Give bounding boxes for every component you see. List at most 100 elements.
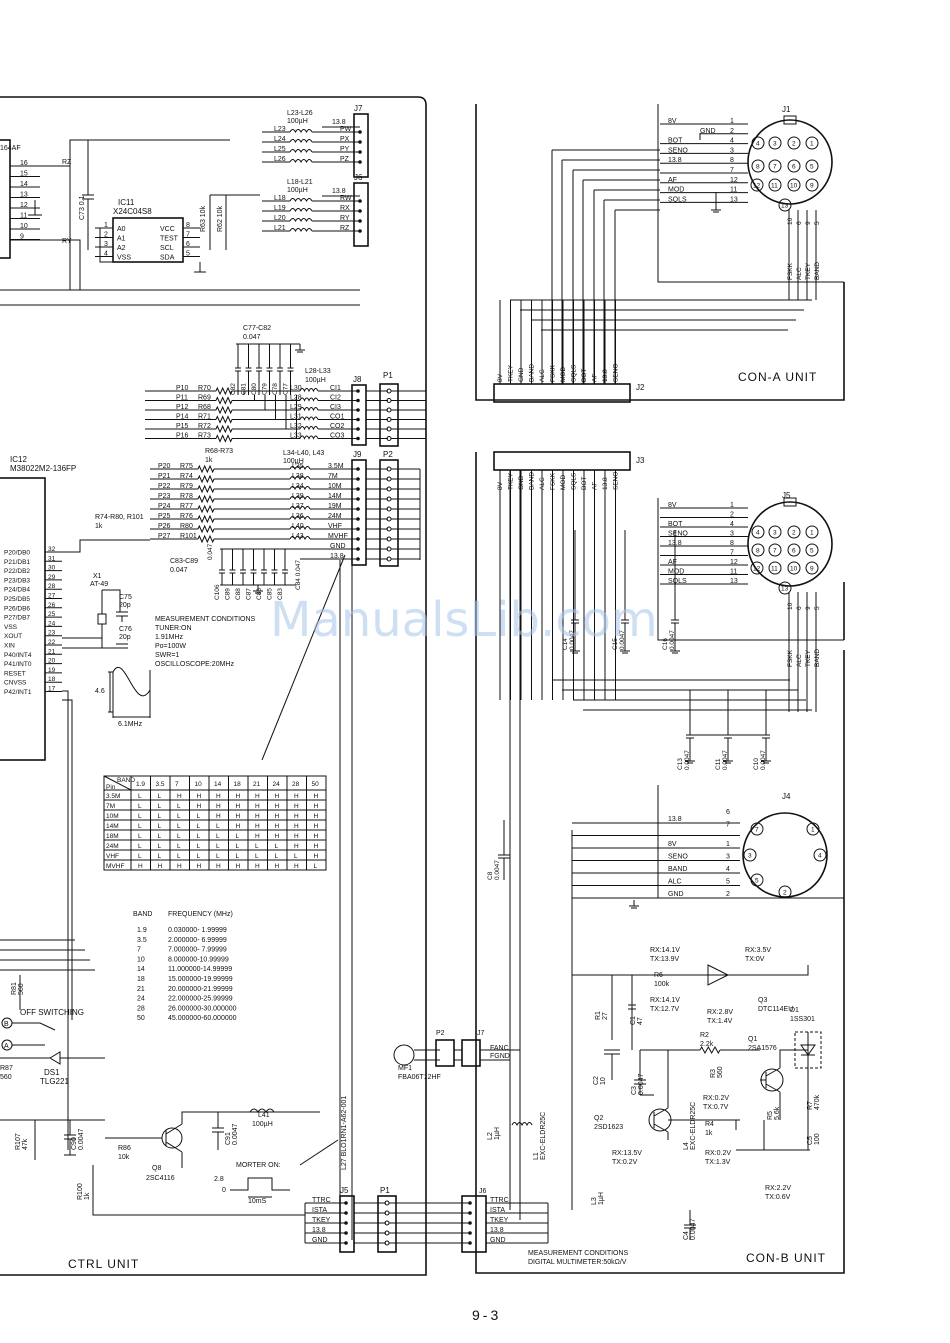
- con-b-fgnd: FGND: [490, 1053, 510, 1060]
- con-b-l3: L3: [591, 1197, 598, 1205]
- con-b-q2p: 2SD1623: [594, 1124, 623, 1131]
- band-cell: H: [216, 863, 221, 870]
- band-cell: L: [158, 833, 162, 840]
- j9-res-r101: R101: [180, 533, 197, 540]
- con-a-linepin-2: 2: [730, 128, 734, 135]
- j6g-coil-value: 100µH: [287, 187, 308, 194]
- band-cell: L: [138, 823, 142, 830]
- band-row-mvhf: MVHF: [106, 863, 124, 870]
- ic11-pinnum: 1: [104, 222, 108, 229]
- con-a-side-6: 6: [796, 221, 803, 225]
- band-cell: L: [138, 803, 142, 810]
- svg-text:C90: C90: [71, 1137, 78, 1150]
- band-cell: H: [236, 813, 241, 820]
- con-b-ctrl-band: BAND: [814, 649, 821, 667]
- svg-text:SWR=1: SWR=1: [155, 652, 179, 659]
- band-cell: H: [138, 863, 143, 870]
- band-cell: L: [177, 823, 181, 830]
- j9-port-p23: P23: [158, 493, 171, 500]
- cap-c82: C82: [230, 383, 237, 395]
- freq-range-50: 45.000000-60.000000: [168, 1015, 237, 1022]
- con-b-din-pin-12: 12: [753, 566, 761, 573]
- cap-c86: C86: [256, 588, 263, 600]
- svg-text:560: 560: [18, 983, 25, 995]
- freq-range-18: 15.000000-19.99999: [168, 976, 233, 983]
- j6g-ref: J6: [354, 173, 363, 182]
- band-cell: H: [275, 803, 280, 810]
- band-row-3_5m: 3.5M: [106, 793, 120, 800]
- connector-p1-mid: P1: [366, 371, 426, 447]
- ic12-pin-cnvss: CNVSS: [4, 680, 27, 687]
- band-cell: L: [255, 843, 259, 850]
- band-cell: H: [255, 823, 260, 830]
- ic-top-pin-12: 12: [20, 202, 28, 209]
- con-b-din-pin-8: 8: [756, 548, 760, 555]
- j9-tail-1: 13.8: [330, 553, 344, 560]
- j9-res-r76: R76: [180, 513, 193, 520]
- svg-text:10k: 10k: [118, 1154, 130, 1161]
- con-b-d1p: 1SS301: [790, 1016, 815, 1023]
- ic11-pinnum: 5: [186, 251, 190, 258]
- ic12-pin-p42-int1: P42/INT1: [4, 689, 32, 696]
- con-b-din-pin-13: 13: [781, 586, 789, 593]
- con-b-tx7: TX:1.3V: [705, 1159, 731, 1166]
- band-cell: L: [158, 803, 162, 810]
- con-b-c2v: 10: [600, 1077, 607, 1085]
- band-cell: H: [177, 863, 182, 870]
- cap-c85: C85: [267, 588, 274, 600]
- con-b-c1v: 47: [637, 1017, 644, 1025]
- con-b-q2: Q2: [594, 1115, 603, 1122]
- j8-coil-l28: L28: [290, 395, 302, 402]
- con-a-line-13_8: 13.8: [668, 157, 682, 164]
- band-col-28: 28: [292, 781, 300, 788]
- ic12-pin-p21-db1: P21/DB1: [4, 559, 30, 566]
- con-b-q1: Q1: [748, 1036, 757, 1043]
- j7g-coil-l25: L25: [274, 146, 286, 153]
- con-b-linepin-13: 13: [730, 578, 738, 585]
- ic12-pinnum-28: 28: [48, 583, 56, 590]
- ic11: IC11 X24C04S8 A01A12A23VSS4VCC8TEST7SCL6…: [95, 198, 206, 273]
- cap-c89: C89: [225, 588, 232, 600]
- j7g-voltage: 13.8: [332, 119, 346, 126]
- band-cell: H: [314, 833, 319, 840]
- ctrl-unit-label: CTRL UNIT: [68, 1257, 139, 1271]
- con-b-l2v: 1µH: [494, 1127, 501, 1140]
- con-b-j4-line-band: BAND: [668, 866, 687, 873]
- j8-res-r68: R68: [198, 404, 211, 411]
- con-a-j2-ref: J2: [636, 383, 645, 392]
- j9-port-p25: P25: [158, 513, 171, 520]
- con-a-line-mod: MOD: [668, 187, 684, 194]
- svg-text:Po=100W: Po=100W: [155, 643, 186, 650]
- j6g-coil-l21: L21: [274, 225, 286, 232]
- con-b-tx6: TX:0.2V: [612, 1159, 638, 1166]
- band-cell: L: [158, 853, 162, 860]
- j9-net-vhf: VHF: [328, 523, 342, 530]
- j8-net-ci3: CI3: [330, 404, 341, 411]
- ic11-pinnum: 4: [104, 251, 108, 258]
- band-cell: H: [236, 863, 241, 870]
- con-b-q3p: DTC114EU: [758, 1006, 793, 1013]
- con-a-din-pin-10: 10: [790, 183, 798, 190]
- j9-net-14m: 14M: [328, 493, 342, 500]
- band-cell: L: [138, 813, 142, 820]
- svg-text:L27 BLO1RN1-A62-001: L27 BLO1RN1-A62-001: [341, 1096, 348, 1170]
- ic-top-pin-15: 15: [20, 171, 28, 178]
- con-b-j4-linepin-1: 1: [726, 841, 730, 848]
- watermark-text: ManualsLib.com: [270, 592, 658, 648]
- p1-bottom-ref: P1: [380, 1186, 390, 1195]
- cap-c84: C84 0.047: [295, 560, 302, 590]
- svg-text:MEASUREMENT CONDITIONS: MEASUREMENT CONDITIONS: [155, 616, 256, 623]
- band-cell: L: [236, 853, 240, 860]
- j8-port-p10: P10: [176, 385, 189, 392]
- con-b-tx5: TX:0.7V: [703, 1104, 729, 1111]
- band-col-18: 18: [234, 781, 242, 788]
- j9-tail-0: GND: [330, 543, 346, 550]
- con-b-r4v: 1k: [705, 1130, 713, 1137]
- j8-res-note: R68-R73: [205, 448, 233, 455]
- ic12-pinnum-31: 31: [48, 555, 56, 562]
- band-cell: L: [236, 833, 240, 840]
- p1-mid-ref: P1: [383, 371, 393, 380]
- j9-port-p27: P27: [158, 533, 171, 540]
